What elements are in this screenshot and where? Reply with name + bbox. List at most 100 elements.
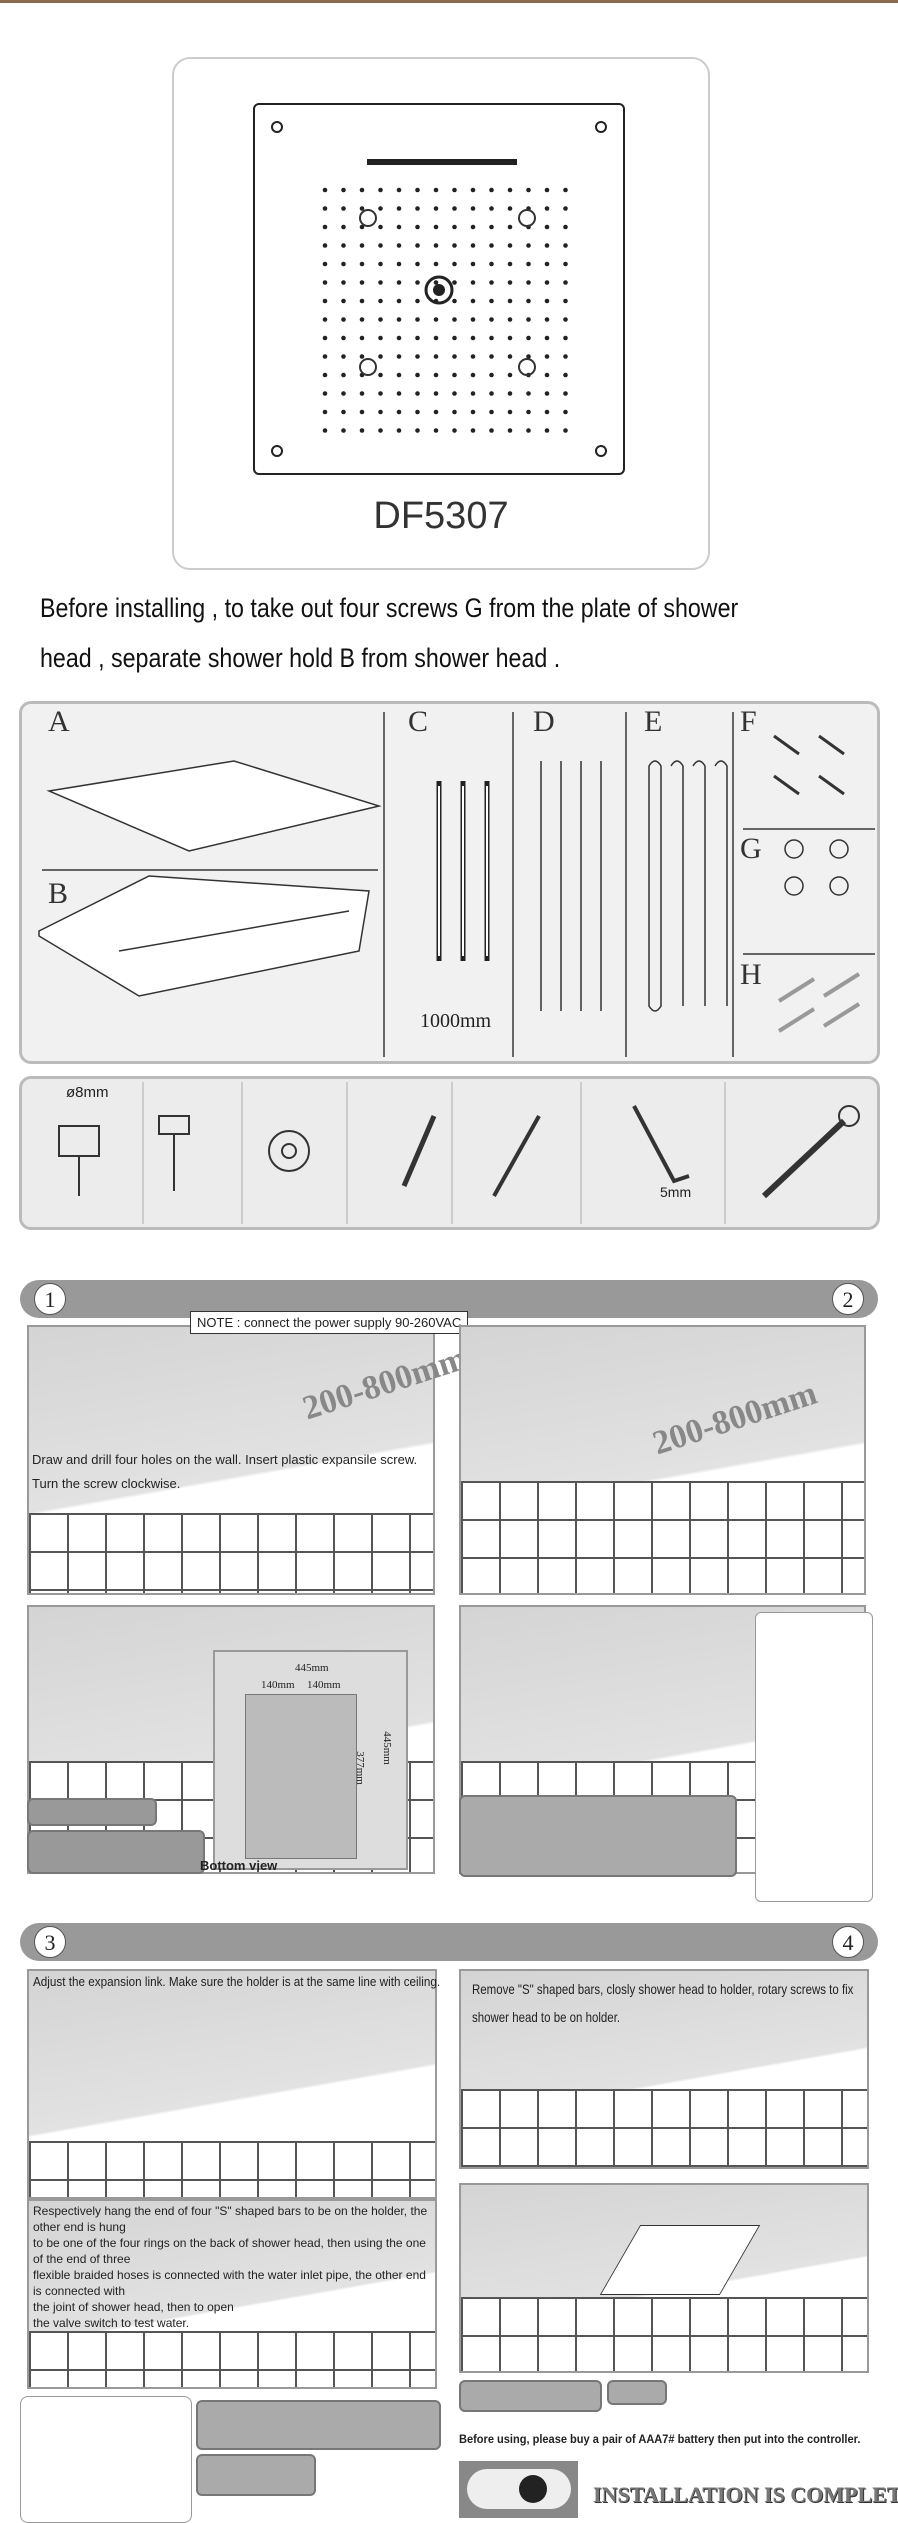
nozzle-dot [544,261,550,267]
shower-head-drawing [271,121,607,457]
nozzle-dot [433,187,439,193]
nozzle-dot [544,391,550,396]
dim-445: 445mm [295,1662,329,1674]
nozzle-dot [396,354,402,359]
tools-panel [19,1076,880,1230]
nozzle-dot [507,243,513,248]
nozzle-dot [415,224,420,230]
nozzle-dot [396,206,402,211]
hook-detail [755,1612,873,1902]
hang-line-2: to be one of the four rings on the back … [33,2236,426,2266]
nozzle-dot [526,428,531,433]
nozzle-dot [322,409,328,415]
step4-complete-scene [459,2183,869,2373]
hammer-icon [158,1115,190,1135]
nozzle-dot [378,280,383,285]
nozzle-dot [322,261,328,267]
divider [451,1082,453,1224]
nozzle-dot [359,224,365,230]
remove-instructions: Remove "S" shaped bars, closly shower he… [472,1975,853,2031]
nozzle-dot [322,391,328,396]
product-card [172,57,710,570]
nozzle-dot [452,335,457,341]
nozzle-dot [489,280,494,285]
nozzle-dot [341,391,346,396]
divider [241,1082,243,1224]
nozzle-dot [563,391,568,396]
nozzle-dot [563,280,568,285]
nozzle-dot [507,428,513,433]
nozzle-dot [563,261,568,267]
nozzle-dot [507,280,513,285]
hang-instructions: Respectively hang the end of four "S" sh… [33,2203,431,2331]
nozzle-dot [322,317,328,322]
nozzle-dot [544,428,550,433]
nozzle-dot [489,187,494,193]
wrench-thumb [196,2454,316,2496]
nozzle-dot [563,317,568,322]
nozzle-dot [544,317,550,322]
hex-key-thumb [607,2380,667,2405]
nozzle-dot [452,187,457,193]
nozzle-dot [489,317,494,322]
divider [580,1082,582,1224]
nozzle-dot [378,224,383,230]
nozzle-dot [526,317,531,322]
nozzle-dot [507,298,513,304]
nozzle-dot [341,354,346,359]
nozzle-dot [563,372,568,378]
nozzle-dot [470,409,476,415]
battery-note: Before using, please buy a pair of AAA7#… [459,2432,861,2446]
nozzle-dot [433,391,439,396]
adjust-instruction: Adjust the expansion link. Make sure the… [33,1974,441,1989]
nozzle-dot [507,372,513,378]
nozzle-dot [378,372,383,378]
nozzle-dot [378,317,383,322]
nozzle-dot [526,187,531,193]
step-number-1: 1 [34,1283,66,1315]
nozzle-dot [544,372,550,378]
nozzle-dot [544,280,550,285]
remove-line-1: Remove "S" shaped bars, closly shower he… [472,1981,854,1997]
nozzle-dot [470,372,476,378]
nozzle-dot [470,428,476,433]
nozzle-dot [433,409,439,415]
nozzle-dot [433,317,439,322]
nozzle-dot [396,317,402,322]
nozzle-dot [415,428,420,433]
nozzle-dot [452,391,457,396]
nozzle-dot [322,354,328,359]
nozzle-dot [526,261,531,267]
hose-length: 1000mm [420,1010,492,1032]
hang-line-3: flexible braided hoses is connected with… [33,2268,426,2298]
nozzle-dot [359,409,365,415]
nozzle-dot [415,261,420,267]
dim-140a: 140mm [261,1679,295,1691]
nozzle-dot [396,261,402,267]
divider [724,1082,726,1224]
nozzle-dot [433,224,439,230]
nozzle-dot [544,187,550,193]
nozzle-dot [563,224,568,230]
nozzle-dot [470,224,476,230]
nozzle-dot [470,206,476,211]
nozzle-dot [452,428,457,433]
dim-140b: 140mm [307,1679,341,1691]
part-label-h: H [740,958,762,991]
nozzle-dot [489,261,494,267]
nozzle-dot [470,261,476,267]
hang-line-4: the joint of shower head, then to open [33,2300,234,2314]
parts-drawings [38,734,861,1033]
remote-controller-photo [459,2461,578,2518]
nozzle-dot [470,280,476,285]
nozzle-dot [526,280,531,285]
nozzle-dot [415,354,420,359]
nozzle-dot [544,298,550,304]
nozzle-dot [396,243,402,248]
part-label-c: C [408,705,429,738]
nozzle-dot [526,243,531,248]
nozzle-dot [359,280,365,285]
nozzle-dot [415,335,420,341]
step-number-2: 2 [832,1283,864,1315]
nozzle-dot [433,243,439,248]
